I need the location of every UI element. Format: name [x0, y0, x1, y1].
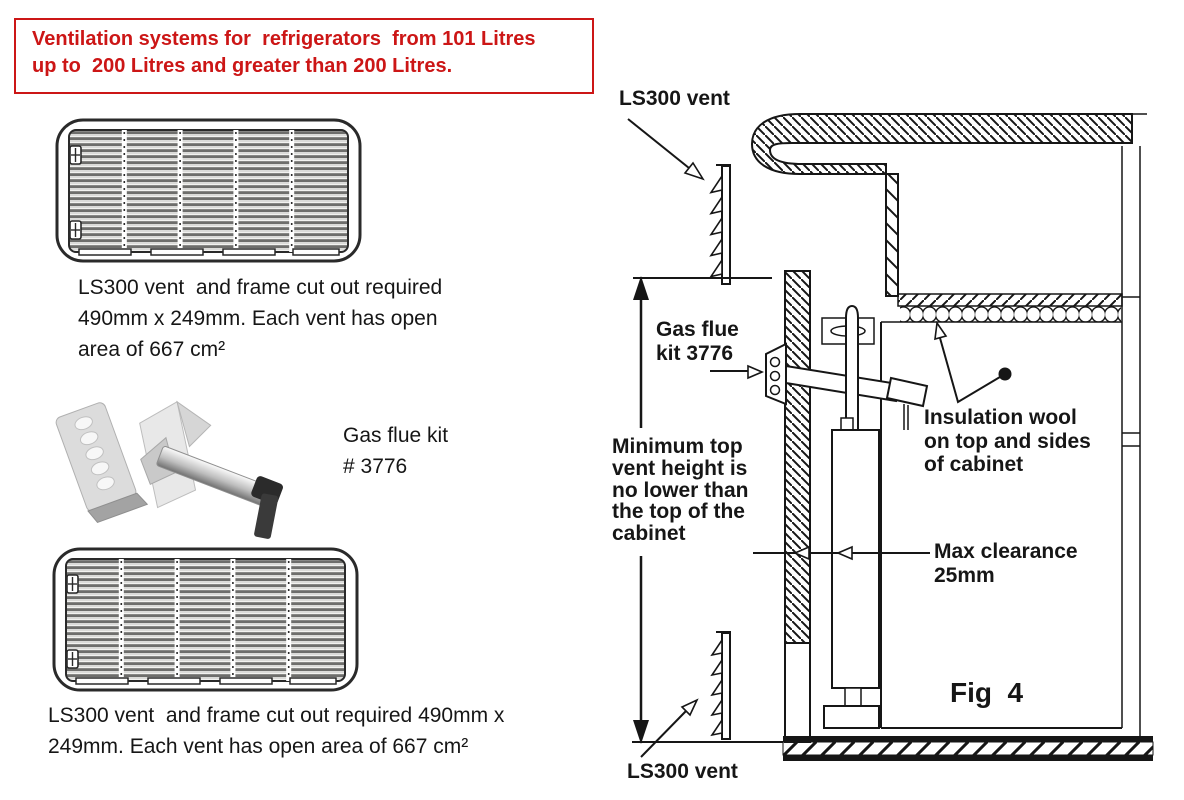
countertop — [750, 113, 1133, 175]
vent-top-arrowhead — [683, 161, 705, 181]
clearance-arrowhead-wall — [792, 545, 810, 561]
top-vent-caption: LS300 vent and frame cut out required 49… — [78, 276, 443, 361]
gas-flue-arrowhead — [747, 364, 765, 380]
vent-grille-bottom-image — [54, 549, 357, 690]
label-min-vent-height: Minimum top vent height is no lower than… — [612, 435, 749, 546]
vent-bottom-arrowhead — [680, 698, 699, 717]
top-vent — [709, 164, 731, 285]
refrigerator-door — [1121, 146, 1141, 736]
label-vent-top: LS300 vent — [619, 87, 730, 110]
insulation-leader-dot — [998, 367, 1012, 381]
floor-slab — [782, 736, 1154, 761]
top-vent-louvres — [709, 173, 723, 278]
cabinet-top-strip — [897, 293, 1123, 307]
notice-box: Ventilation systems for refrigerators fr… — [14, 18, 594, 94]
notice-line-2: up to 200 Litres and greater than 200 Li… — [32, 55, 453, 77]
bottom-vent-louvres — [710, 637, 723, 737]
insulation-wool-coils — [900, 306, 1121, 322]
flue-coupler — [885, 376, 929, 408]
boiler-unit — [831, 429, 880, 689]
gas-flue-kit-caption: Gas flue kit # 3776 — [343, 424, 449, 478]
label-gas-flue-kit: Gas flue kit 3776 — [656, 318, 739, 365]
bottom-vent-caption: LS300 vent and frame cut out required 49… — [48, 704, 505, 758]
installation-diagram — [627, 113, 1154, 761]
flue-riser-pipe — [845, 304, 859, 430]
outside-wall-hatched — [784, 270, 811, 644]
insulation-arrowhead — [934, 320, 948, 341]
figure-label: Fig 4 — [950, 677, 1024, 708]
label-insulation-wool: Insulation wool on top and sides of cabi… — [924, 406, 1091, 476]
gas-flue-assembly — [765, 304, 929, 729]
label-vent-bottom: LS300 vent — [627, 760, 738, 783]
notice-line-1: Ventilation systems for refrigerators fr… — [32, 28, 536, 50]
leader-arrows — [627, 118, 1012, 758]
vent-grille-top-image — [57, 120, 360, 261]
counter-back-panel — [885, 173, 899, 297]
bottom-vent — [710, 631, 731, 740]
clearance-arrowhead-boiler — [835, 545, 853, 561]
gas-flue-kit-photo — [55, 400, 283, 539]
label-max-clearance: Max clearance 25mm — [934, 540, 1078, 587]
flue-handle — [254, 493, 279, 539]
min-height-measure-arrow — [632, 276, 783, 744]
outside-wall-lower — [784, 642, 811, 743]
flue-bracket-plate — [55, 402, 149, 524]
